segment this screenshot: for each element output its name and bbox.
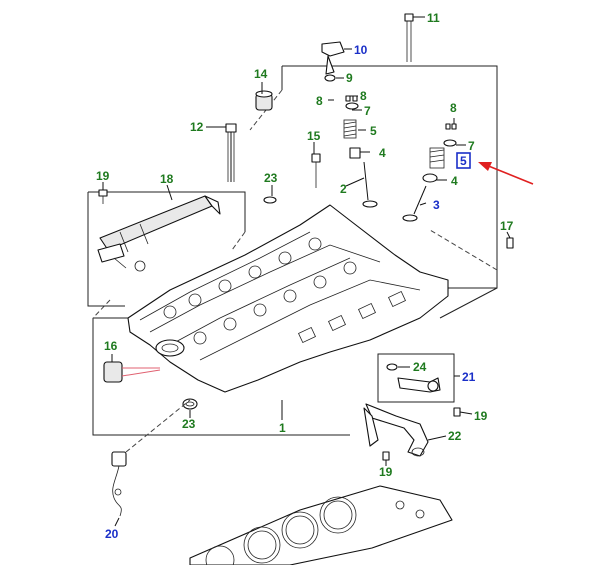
callout-1[interactable]: 1 — [279, 421, 286, 435]
callout-16[interactable]: 16 — [104, 339, 118, 353]
callout-19a[interactable]: 19 — [96, 169, 110, 183]
callout-7a[interactable]: 7 — [364, 104, 371, 118]
callout-23a[interactable]: 23 — [264, 171, 278, 185]
valve-spring-left — [343, 119, 357, 139]
callout-17[interactable]: 17 — [500, 219, 514, 233]
callout-2[interactable]: 2 — [340, 182, 347, 196]
callout-18[interactable]: 18 — [160, 172, 174, 186]
callout-12[interactable]: 12 — [190, 120, 204, 134]
callout-22[interactable]: 22 — [448, 429, 462, 443]
fuel-rail-frame — [87, 191, 246, 307]
callout-24[interactable]: 24 — [413, 360, 427, 374]
coolant-outlet-pipe — [363, 403, 429, 457]
callout-11[interactable]: 11 — [427, 11, 440, 25]
leader-lines — [102, 16, 511, 527]
head-bolt-long — [225, 123, 237, 182]
valve-spring-right — [429, 147, 445, 169]
sealing-plug-top — [263, 196, 277, 204]
callout-3[interactable]: 3 — [433, 198, 440, 212]
pointer-arrow — [478, 162, 534, 185]
thermostat-housing — [386, 363, 441, 393]
valve-train-intake — [343, 95, 378, 208]
callout-8c[interactable]: 8 — [450, 101, 457, 115]
callout-4a[interactable]: 4 — [379, 146, 386, 160]
fuel-rail — [97, 195, 221, 272]
callout-4b[interactable]: 4 — [451, 174, 458, 188]
engine-mount-bush — [103, 361, 161, 383]
thermostat-frame — [377, 353, 455, 403]
cylinder-head — [127, 204, 449, 393]
head-bolt-top — [404, 13, 414, 62]
glow-plug — [311, 153, 321, 188]
head-gasket — [189, 485, 453, 565]
callout-labels[interactable]: 1 2 3 4 4 5 5 7 7 8 8 8 9 10 11 12 14 15… — [96, 11, 514, 541]
callout-5b[interactable]: 5 — [460, 154, 467, 168]
sensor-harness — [111, 399, 191, 517]
bolt-fuel-rail — [98, 189, 108, 204]
callout-10[interactable]: 10 — [354, 43, 368, 57]
callout-21[interactable]: 21 — [462, 370, 476, 384]
o-ring-seal — [182, 398, 198, 410]
callout-23b[interactable]: 23 — [182, 417, 196, 431]
camshaft-sensor — [321, 41, 345, 82]
exhaust-ports — [298, 290, 406, 344]
callout-15[interactable]: 15 — [307, 129, 321, 143]
oil-control-valve — [255, 90, 273, 111]
callout-20[interactable]: 20 — [105, 527, 119, 541]
callout-8b[interactable]: 8 — [360, 89, 367, 103]
callout-8a[interactable]: 8 — [316, 94, 323, 108]
callout-7b[interactable]: 7 — [468, 139, 475, 153]
callout-14[interactable]: 14 — [254, 67, 268, 81]
callout-5a[interactable]: 5 — [370, 124, 377, 138]
callout-19b[interactable]: 19 — [474, 409, 488, 423]
callout-19c[interactable]: 19 — [379, 465, 393, 479]
callout-9[interactable]: 9 — [346, 71, 353, 85]
valve-train-exhaust — [402, 123, 457, 222]
highlight-box — [456, 152, 471, 169]
camshaft-journals — [163, 237, 357, 345]
dowel-pin — [506, 237, 514, 249]
